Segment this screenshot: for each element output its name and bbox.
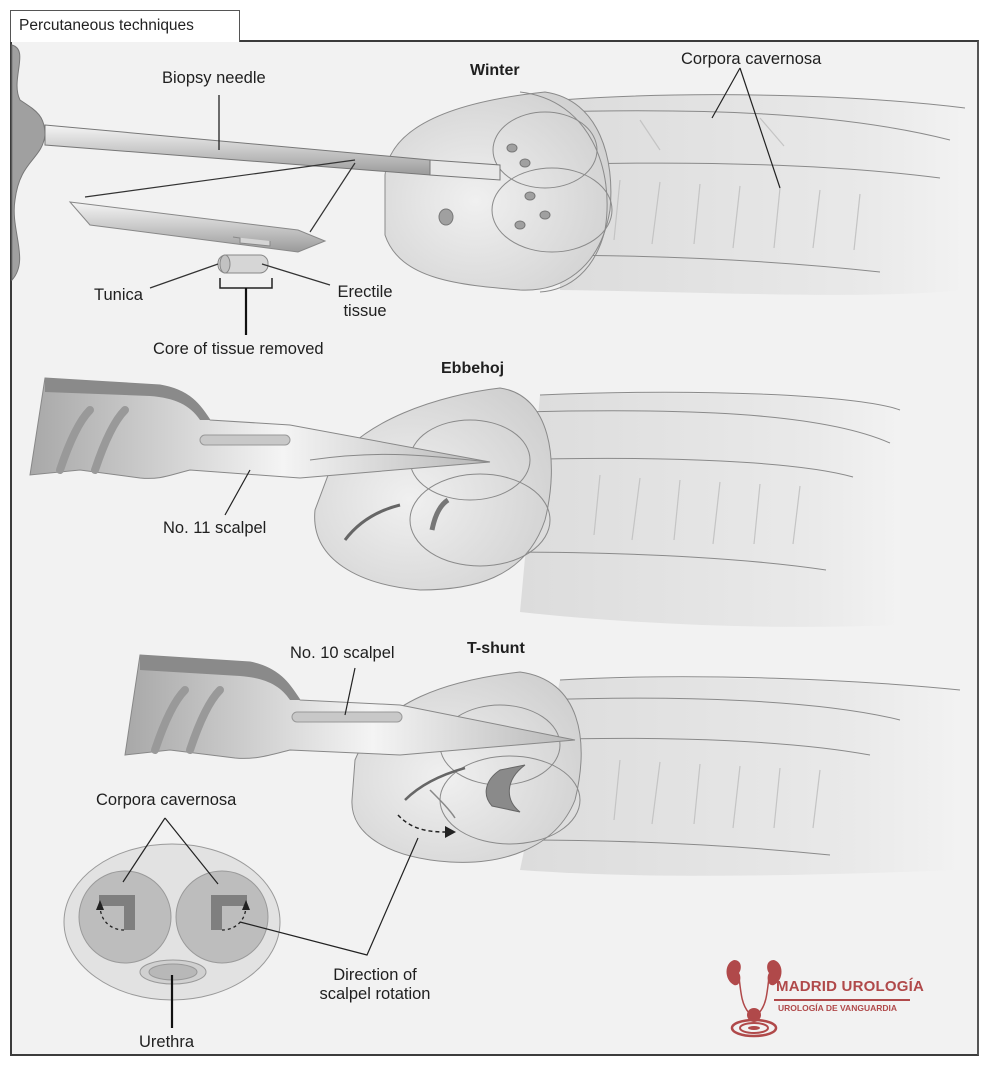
label-corpora-cavernosa-1: Corpora cavernosa [681, 50, 822, 68]
kidneys-bladder-icon [726, 960, 782, 1038]
label-core-of-tissue: Core of tissue removed [153, 340, 324, 358]
label-erectile-tissue: Erectile tissue [330, 283, 400, 321]
label-corpora-cavernosa-2: Corpora cavernosa [96, 791, 237, 809]
figure-title: Percutaneous techniques [19, 17, 194, 34]
winter-panel [11, 44, 966, 335]
glans-2 [314, 387, 552, 591]
watermark-logo: MADRID UROLOGÍA UROLOGÍA DE VANGUARDIA [724, 948, 924, 1028]
panel-title-ebbehoj: Ebbehoj [441, 360, 505, 377]
label-tunica: Tunica [94, 286, 143, 304]
scalpel-no11 [29, 377, 491, 516]
scalpel-no10 [124, 654, 576, 759]
panel-title-tshunt: T-shunt [467, 640, 525, 657]
label-rotation-line2: scalpel rotation [319, 985, 431, 1003]
penile-shaft-2 [499, 391, 901, 627]
biopsy-holes [438, 143, 551, 230]
logo-name: MADRID UROLOGÍA [776, 978, 924, 995]
logo-tagline: UROLOGÍA DE VANGUARDIA [778, 1003, 897, 1013]
label-biopsy-needle: Biopsy needle [162, 69, 266, 87]
label-erectile-line1: Erectile [337, 283, 393, 301]
tissue-core [217, 254, 269, 274]
tshunt-panel [63, 654, 961, 1028]
label-urethra: Urethra [139, 1033, 195, 1051]
label-direction-rotation: Direction of scalpel rotation [310, 966, 440, 1004]
label-rotation-line1: Direction of [333, 966, 417, 984]
label-no11-scalpel: No. 11 scalpel [163, 519, 267, 537]
biopsy-needle [11, 44, 501, 335]
glans-3 [351, 671, 582, 863]
penile-shaft-3 [519, 676, 961, 876]
cross-section [63, 817, 419, 1028]
label-erectile-line2: tissue [343, 302, 387, 320]
logo-divider [774, 999, 910, 1001]
penile-shaft-1 [529, 94, 966, 295]
label-no10-scalpel: No. 10 scalpel [290, 644, 395, 662]
glans-1 [384, 91, 613, 293]
panel-title-winter: Winter [470, 62, 520, 79]
ebbehoj-panel [29, 377, 901, 627]
figure-tab: Percutaneous techniques [10, 10, 240, 42]
